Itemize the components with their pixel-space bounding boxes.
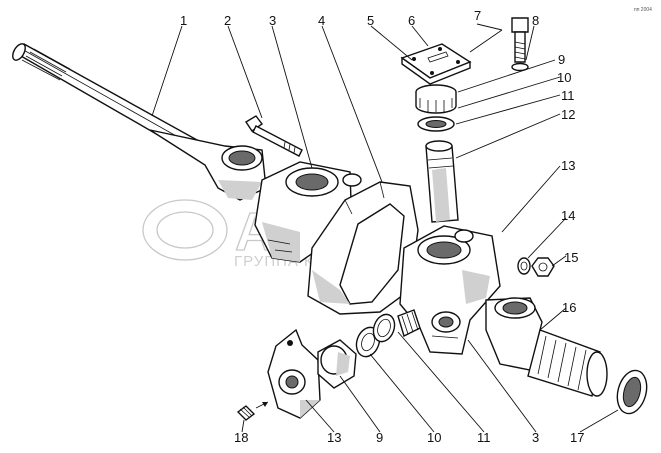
- part-upper-bearing: [415, 84, 457, 114]
- callout-12: 12: [561, 107, 575, 122]
- part-cover-plate: [400, 43, 472, 85]
- callout-18: 18: [234, 430, 248, 445]
- callout-14: 14: [561, 208, 575, 223]
- callout-3-lower: 3: [532, 430, 539, 445]
- part-axle-shaft: [12, 43, 267, 201]
- callout-9: 9: [558, 52, 565, 67]
- callout-15: 15: [564, 250, 578, 265]
- part-bolt: [245, 115, 303, 157]
- callout-3: 3: [269, 13, 276, 28]
- callout-2: 2: [224, 13, 231, 28]
- callout-4: 4: [318, 13, 325, 28]
- part-cross-ring: [307, 181, 419, 315]
- part-upper-seal: [417, 116, 455, 132]
- part-needle-bearing: [372, 309, 421, 343]
- part-kingpin: [425, 140, 459, 223]
- callout-6: 6: [408, 13, 415, 28]
- callout-7: 7: [474, 8, 481, 23]
- callout-11: 11: [561, 88, 575, 103]
- part-small-bolt: [511, 17, 529, 72]
- callout-10: 10: [557, 70, 571, 85]
- callout-1: 1: [180, 13, 187, 28]
- callout-13: 13: [561, 158, 575, 173]
- callout-17: 17: [570, 430, 584, 445]
- part-bearing-block: [317, 339, 357, 389]
- callout-11-lower: 11: [477, 430, 491, 445]
- callout-10-lower: 10: [427, 430, 441, 445]
- callout-5: 5: [367, 13, 374, 28]
- corner-mark: пп 2004: [634, 7, 652, 13]
- part-housing-right: [399, 225, 501, 355]
- part-seal-ring: [616, 369, 648, 415]
- part-washer-nut: [517, 257, 555, 277]
- part-stub-shaft: [485, 297, 608, 397]
- callout-labels: 1 2 3 4 5 6 7 8 9 10 11 12 13 14 15 16 1…: [180, 8, 584, 445]
- callout-9-lower: 9: [376, 430, 383, 445]
- leader-lines: [151, 23, 619, 433]
- part-set-screw: [236, 401, 269, 421]
- part-bracket: [267, 328, 321, 419]
- callout-16: 16: [562, 300, 576, 315]
- callout-13-lower: 13: [327, 430, 341, 445]
- callout-8: 8: [532, 13, 539, 28]
